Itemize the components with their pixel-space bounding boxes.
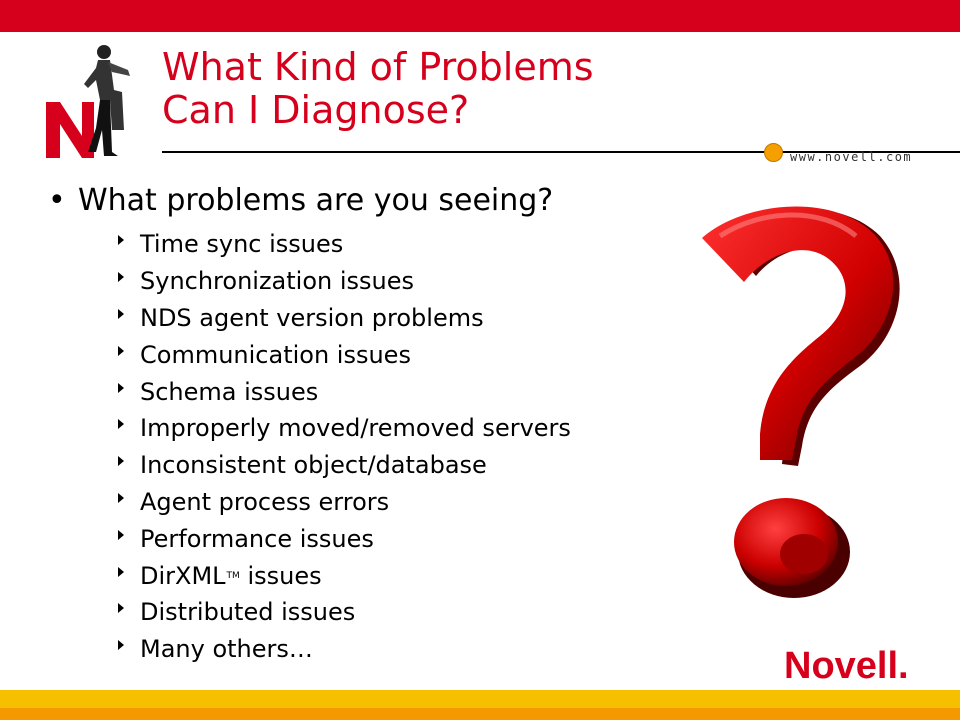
list-item: Many others… (118, 631, 571, 668)
bullet-arrow-icon (118, 419, 124, 430)
top-red-bar (0, 0, 960, 32)
list-item: Agent process errors (118, 484, 571, 521)
slide-title: What Kind of Problems Can I Diagnose? (162, 46, 594, 132)
list-item: Improperly moved/removed servers (118, 410, 571, 447)
novell-n-logo-icon (46, 45, 130, 158)
list-item: Synchronization issues (118, 263, 571, 300)
list-item-text: Improperly moved/removed servers (140, 414, 571, 443)
footer-band-yellow (0, 690, 960, 708)
sub-bullet-list: Time sync issues Synchronization issues … (118, 226, 571, 668)
list-item-text: Agent process errors (140, 487, 390, 516)
list-item-text: Performance issues (140, 524, 374, 553)
bullet-arrow-icon (118, 272, 124, 283)
list-item: NDS agent version problems (118, 300, 571, 337)
website-url: www.novell.com (790, 150, 913, 164)
bullet-arrow-icon (118, 382, 124, 393)
list-item-text: DirXML (140, 561, 226, 590)
list-item-text: Synchronization issues (140, 267, 415, 296)
main-bullet-text: What problems are you seeing? (78, 183, 554, 218)
bullet-arrow-icon (118, 566, 124, 577)
list-item-text: NDS agent version problems (140, 303, 484, 332)
orange-dot-icon (764, 143, 783, 162)
list-item-text: Time sync issues (140, 230, 344, 259)
list-item: Distributed issues (118, 594, 571, 631)
list-item-text: Schema issues (140, 377, 319, 406)
list-item: Schema issues (118, 373, 571, 410)
list-item: Inconsistent object/database (118, 447, 571, 484)
bullet-arrow-icon (118, 492, 124, 503)
bullet-arrow-icon (118, 640, 124, 651)
list-item: Performance issues (118, 520, 571, 557)
bullet-arrow-icon (118, 345, 124, 356)
wordmark-text: Novell. (784, 645, 909, 685)
bullet-arrow-icon (118, 456, 124, 467)
trademark-symbol: TM (226, 570, 240, 581)
main-bullet: • What problems are you seeing? (48, 183, 553, 218)
title-line-1: What Kind of Problems (162, 45, 594, 89)
list-item-text-suffix: issues (239, 561, 322, 590)
bullet-arrow-icon (118, 308, 124, 319)
list-item-text: Distributed issues (140, 598, 356, 627)
footer-band-orange (0, 708, 960, 720)
list-item-text: Communication issues (140, 340, 411, 369)
list-item: Time sync issues (118, 226, 571, 263)
question-mark-graphic (702, 206, 900, 598)
header-divider (162, 151, 960, 153)
title-line-2: Can I Diagnose? (162, 88, 470, 132)
bullet-arrow-icon (118, 235, 124, 246)
bullet-arrow-icon (118, 603, 124, 614)
list-item: Communication issues (118, 336, 571, 373)
bullet-arrow-icon (118, 529, 124, 540)
novell-wordmark-logo: Novell. (784, 645, 909, 685)
list-item-text: Inconsistent object/database (140, 451, 487, 480)
list-item-text: Many others… (140, 635, 313, 664)
bullet-dot-icon: • (48, 183, 66, 218)
